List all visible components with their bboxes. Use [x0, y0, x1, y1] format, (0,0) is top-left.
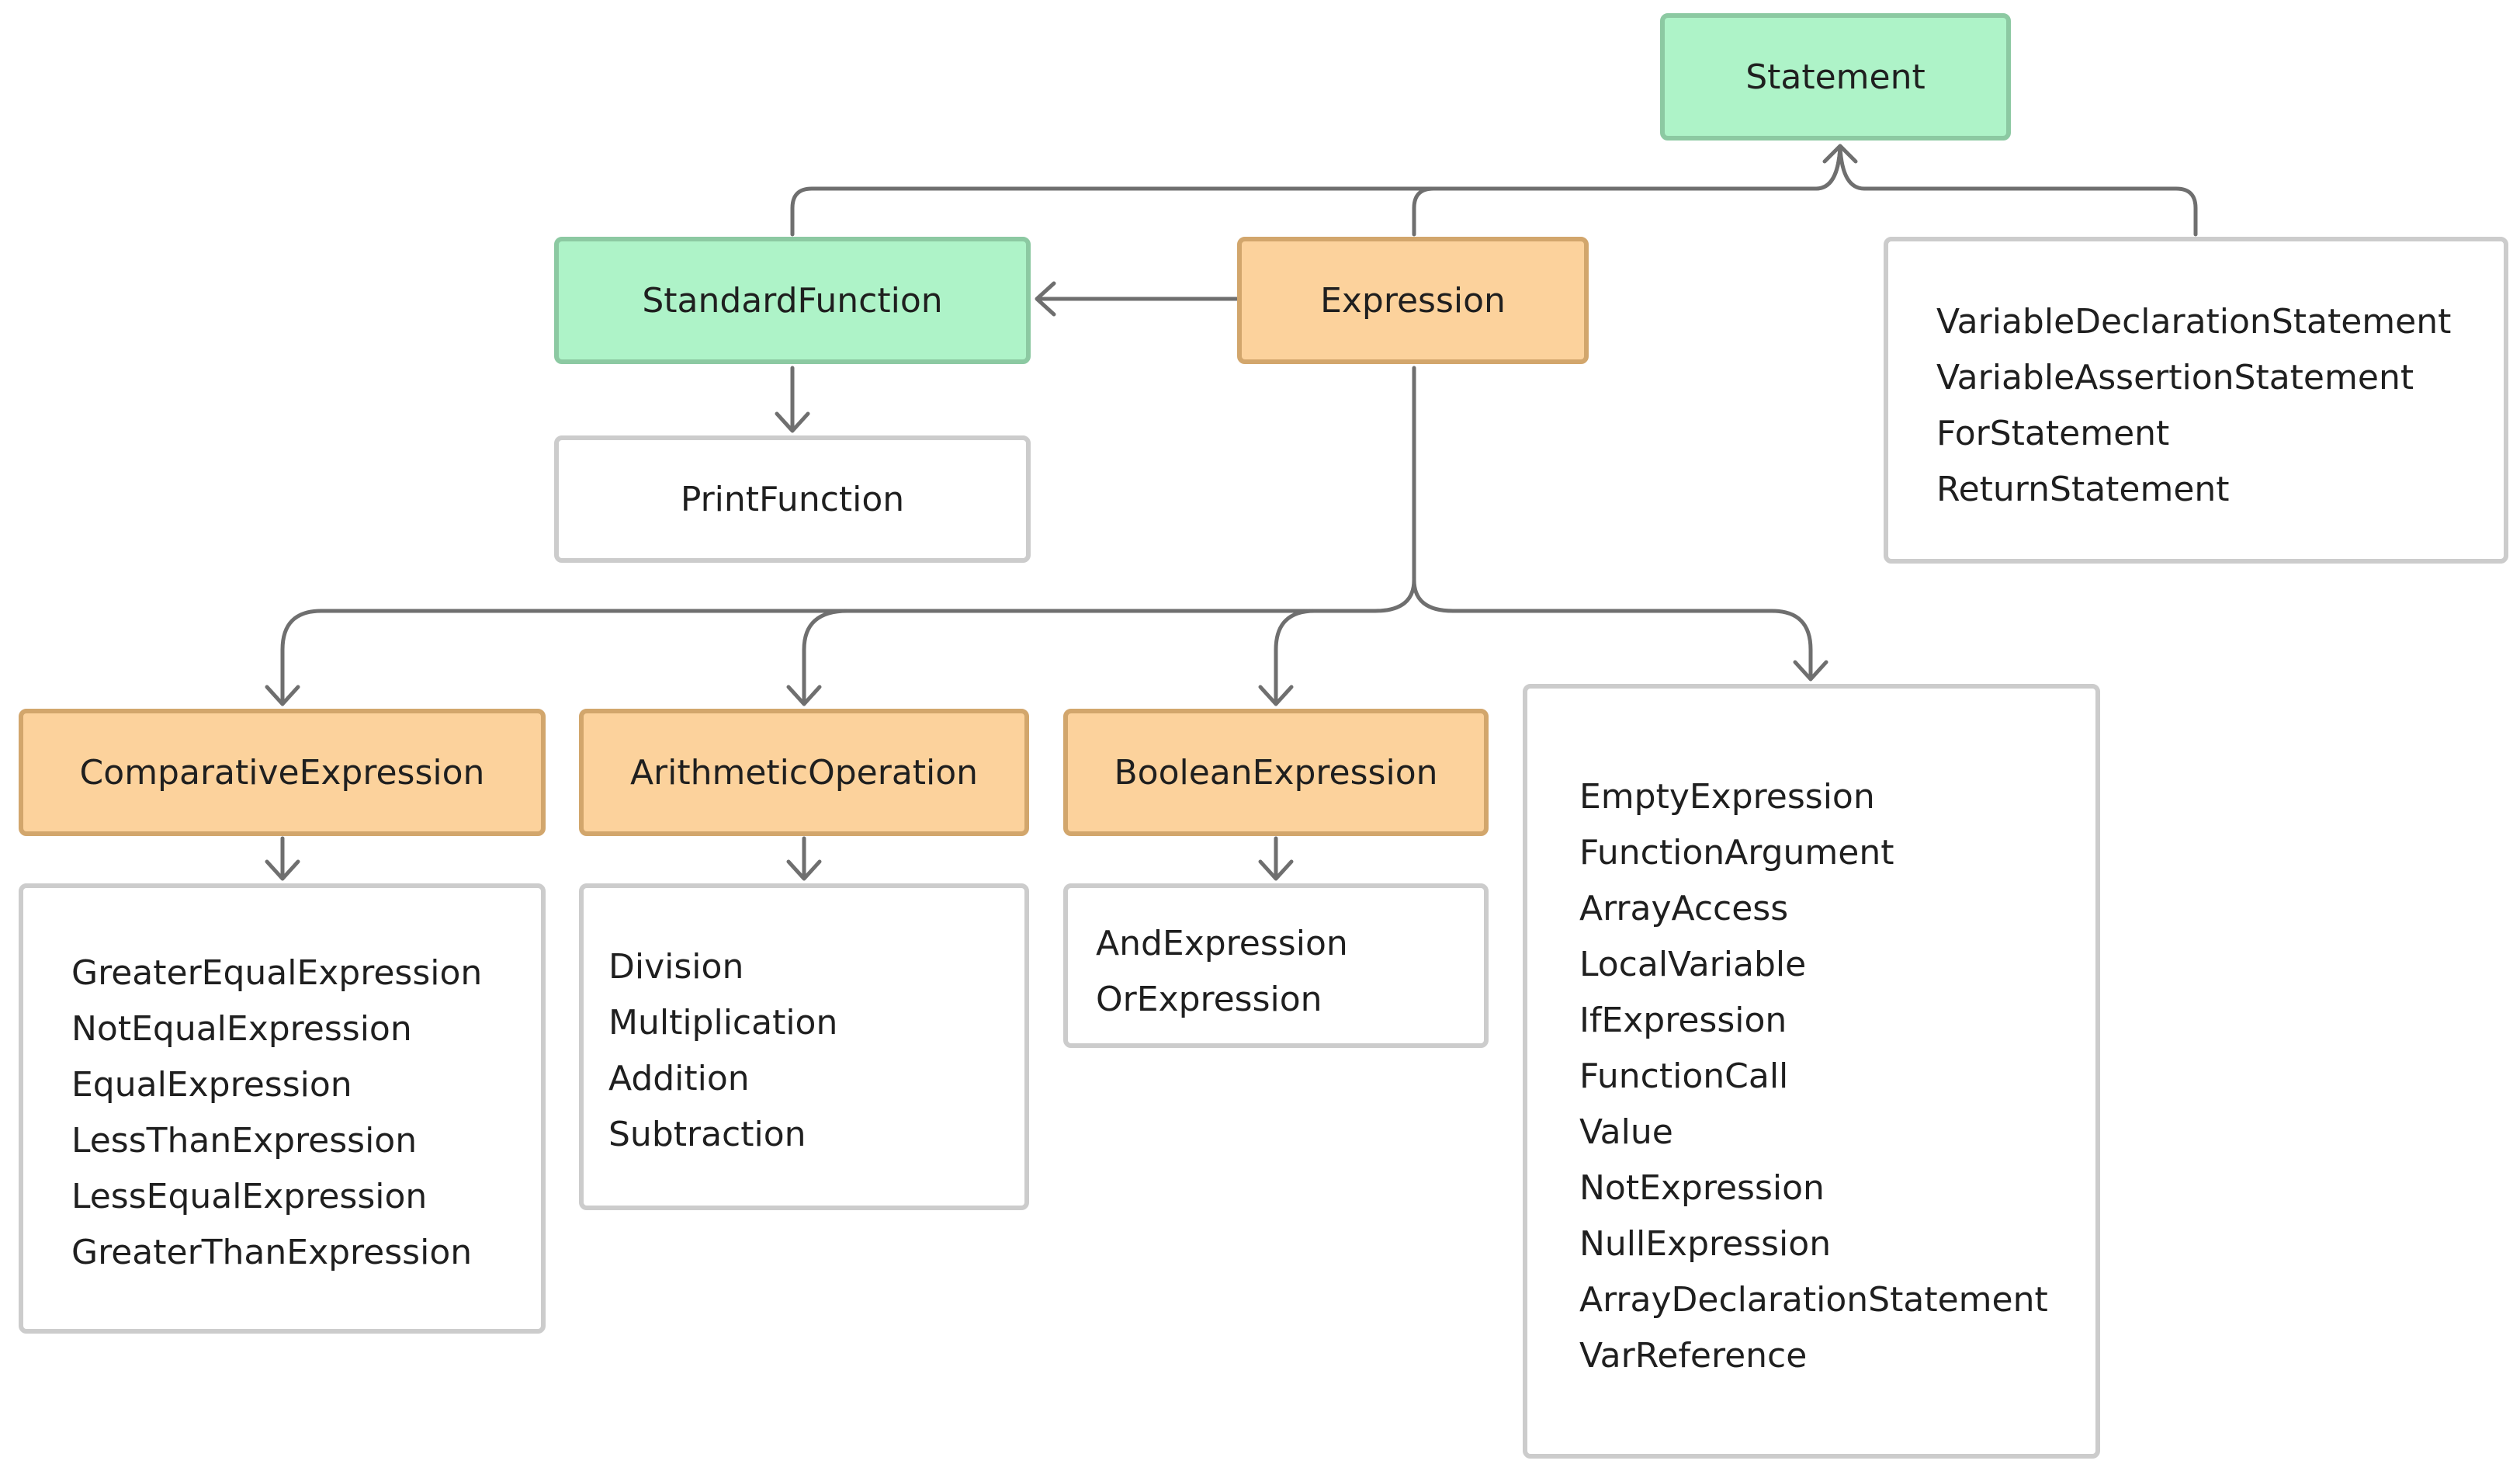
statement-kinds-list: VariableDeclarationStatement VariableAss…: [1936, 294, 2451, 518]
arrowhead-statement: [1822, 144, 1858, 164]
list-item: FunctionCall: [1579, 1056, 1789, 1096]
arrowhead-standardfunction: [1035, 281, 1056, 317]
arrowhead-arithmetic: [786, 685, 822, 706]
comparativeexpression-label: ComparativeExpression: [79, 752, 485, 793]
list-item: AndExpression: [1096, 924, 1348, 963]
expression-kinds-box: EmptyExpression FunctionArgument ArrayAc…: [1523, 684, 2100, 1459]
arrowhead-comparative-list: [265, 859, 300, 881]
boolean-kinds-list: AndExpression OrExpression: [1096, 916, 1348, 1028]
arrowhead-arithmetic-list: [786, 859, 822, 881]
list-item: NullExpression: [1579, 1224, 1832, 1264]
list-item: VariableAssertionStatement: [1936, 358, 2414, 397]
comparative-kinds-box: GreaterEqualExpression NotEqualExpressio…: [19, 883, 546, 1334]
expression-kinds-list: EmptyExpression FunctionArgument ArrayAc…: [1579, 769, 2048, 1384]
edge-expression-to-comparative: [280, 578, 1416, 705]
list-item: Addition: [608, 1059, 750, 1098]
list-item: Subtraction: [608, 1115, 806, 1154]
edge-expression-to-statement: [1412, 145, 1842, 237]
boolean-kinds-box: AndExpression OrExpression: [1063, 883, 1489, 1048]
arithmetic-kinds-list: Division Multiplication Addition Subtrac…: [608, 939, 837, 1163]
statement-node: Statement: [1660, 13, 2011, 141]
list-item: LessThanExpression: [71, 1121, 418, 1160]
list-item: ReturnStatement: [1936, 470, 2230, 509]
list-item: EmptyExpression: [1579, 777, 1875, 817]
list-item: EqualExpression: [71, 1065, 352, 1105]
list-item: FunctionArgument: [1579, 833, 1894, 873]
arrowhead-expression-kinds: [1793, 660, 1828, 682]
arithmetic-kinds-box: Division Multiplication Addition Subtrac…: [579, 883, 1029, 1210]
printfunction-node: PrintFunction: [554, 435, 1031, 563]
booleanexpression-node: BooleanExpression: [1063, 709, 1489, 836]
arrowhead-boolean-list: [1258, 859, 1294, 881]
list-item: ForStatement: [1936, 414, 2170, 453]
comparative-kinds-list: GreaterEqualExpression NotEqualExpressio…: [71, 945, 482, 1281]
statement-kinds-box: VariableDeclarationStatement VariableAss…: [1884, 237, 2508, 564]
list-item: Value: [1579, 1112, 1673, 1152]
list-item: ArrayDeclarationStatement: [1579, 1280, 2048, 1320]
booleanexpression-label: BooleanExpression: [1114, 752, 1438, 793]
list-item: GreaterThanExpression: [71, 1233, 473, 1272]
list-item: ArrayAccess: [1579, 889, 1789, 928]
edge-expression-to-boolean: [1274, 609, 1317, 705]
statement-label: Statement: [1745, 57, 1926, 97]
list-item: LocalVariable: [1579, 945, 1807, 984]
printfunction-label: PrintFunction: [680, 479, 905, 519]
list-item: NotEqualExpression: [71, 1009, 412, 1049]
list-item: NotExpression: [1579, 1168, 1825, 1208]
arithmeticoperation-label: ArithmeticOperation: [629, 752, 979, 793]
list-item: OrExpression: [1096, 980, 1322, 1019]
edge-standardfunction-to-statement: [790, 145, 1842, 237]
expression-node: Expression: [1237, 237, 1589, 364]
list-item: LessEqualExpression: [71, 1177, 428, 1216]
list-item: GreaterEqualExpression: [71, 953, 483, 993]
list-item: VarReference: [1579, 1336, 1808, 1376]
list-item: IfExpression: [1579, 1001, 1787, 1040]
arrowhead-boolean: [1258, 685, 1294, 706]
standardfunction-label: StandardFunction: [642, 280, 943, 321]
arithmeticoperation-node: ArithmeticOperation: [579, 709, 1029, 836]
standardfunction-node: StandardFunction: [554, 237, 1031, 364]
edge-statement-kinds-to-statement: [1838, 145, 2198, 237]
list-item: Division: [608, 947, 744, 987]
edge-expression-to-expression-kinds: [1412, 578, 1813, 680]
arrowhead-printfunction: [775, 411, 810, 433]
edge-expression-to-arithmetic: [802, 609, 850, 705]
comparativeexpression-node: ComparativeExpression: [19, 709, 546, 836]
arrowhead-comparative: [265, 685, 300, 706]
list-item: VariableDeclarationStatement: [1936, 302, 2452, 342]
expression-label: Expression: [1320, 280, 1506, 321]
list-item: Multiplication: [608, 1003, 838, 1043]
